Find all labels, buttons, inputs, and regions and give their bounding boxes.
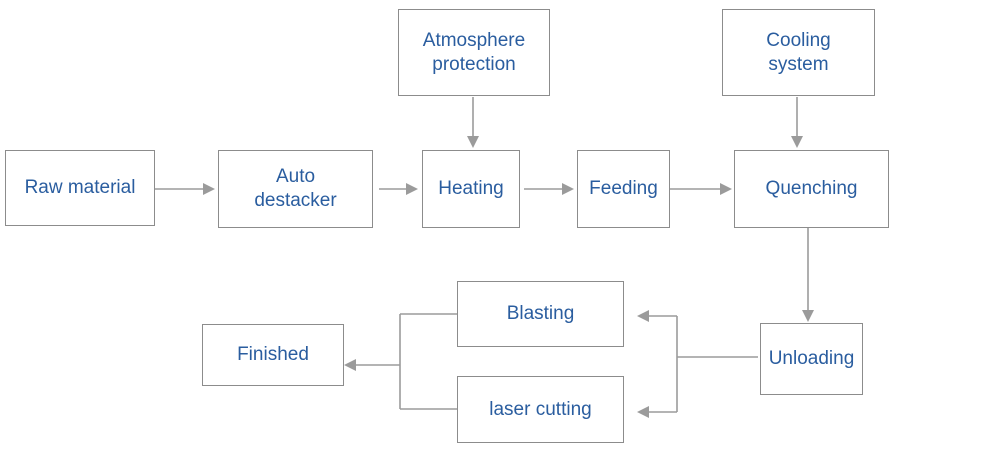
arrow-unloading-split: [637, 310, 758, 418]
arrow-cooling-to-quenching: [791, 97, 803, 148]
arrow-destacker-to-heating: [379, 183, 418, 195]
node-laser-cutting: laser cutting: [457, 376, 624, 443]
node-raw-material: Raw material: [5, 150, 155, 226]
arrow-feeding-to-quenching: [670, 183, 732, 195]
arrow-raw-to-destacker: [155, 183, 215, 195]
node-atmosphere-protection: Atmosphere protection: [398, 9, 550, 96]
node-feeding: Feeding: [577, 150, 670, 228]
arrow-heating-to-feeding: [524, 183, 574, 195]
node-blasting: Blasting: [457, 281, 624, 347]
node-unloading: Unloading: [760, 323, 863, 395]
node-finished: Finished: [202, 324, 344, 386]
arrow-quenching-to-unloading: [802, 228, 814, 322]
arrow-atmosphere-to-heating: [467, 97, 479, 148]
arrow-merge-to-finished: [344, 313, 457, 410]
node-auto-destacker: Auto destacker: [218, 150, 373, 228]
node-heating: Heating: [422, 150, 520, 228]
node-quenching: Quenching: [734, 150, 889, 228]
node-cooling-system: Cooling system: [722, 9, 875, 96]
